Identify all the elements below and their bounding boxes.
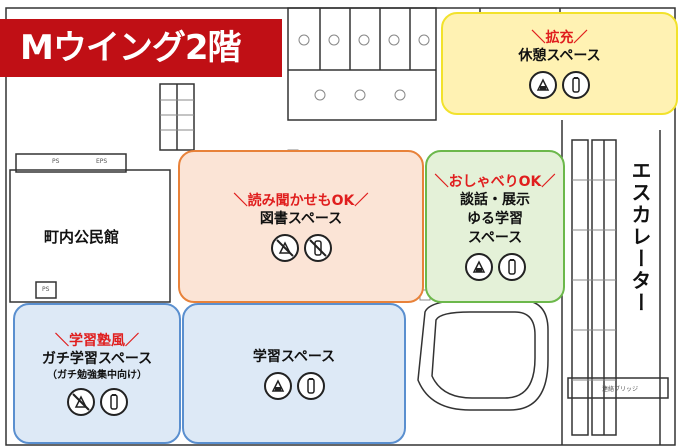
zone-tag: ＼読み聞かせもOK／ [233,192,369,209]
food-not-allowed-icon [270,233,299,262]
zone-name: 学習スペース [252,348,336,365]
ps-label: PS [42,286,50,293]
bridge-label: 連絡ブリッジ [602,386,639,393]
zone-focus-study-space: ＼学習塾風／ ガチ学習スペース （ガチ勉強集中向け） [13,303,181,444]
zone-study-space: 学習スペース [182,303,406,444]
food-allowed-icon [529,70,557,99]
zone-name: ガチ学習スペース [41,350,153,367]
drink-allowed-icon [99,387,128,416]
eps-label: EPS [96,158,108,165]
zone-library-space: ＼読み聞かせもOK／ 図書スペース [178,150,424,303]
food-allowed-icon [263,371,292,400]
floor-title: Mウイング2階 [0,19,282,77]
drink-allowed-icon [562,70,590,99]
zone-chat-space: ＼おしゃべりOK／ 談話・展示 ゆる学習 スペース [425,150,565,303]
escalator-label: エスカレーター [628,160,652,314]
zone-rest-space: ＼拡充／ 休憩スペース [441,12,678,115]
food-allowed-icon [464,252,493,281]
zone-name: 図書スペース [259,210,343,227]
zone-tag: ＼学習塾風／ [55,332,139,349]
zone-name: 談話・展示 ゆる学習 スペース [460,191,530,246]
zone-tag: ＼拡充／ [531,29,588,46]
drink-allowed-icon [296,371,325,400]
zone-subtitle: （ガチ勉強集中向け） [47,369,147,381]
drink-not-allowed-icon [303,233,332,262]
community-hall-label: 町内公民館 [44,228,120,246]
ps-label: PS [52,158,60,165]
drink-allowed-icon [497,252,526,281]
zone-name: 休憩スペース [518,47,601,64]
zone-tag: ＼おしゃべりOK／ [434,173,556,190]
food-not-allowed-icon [66,387,95,416]
